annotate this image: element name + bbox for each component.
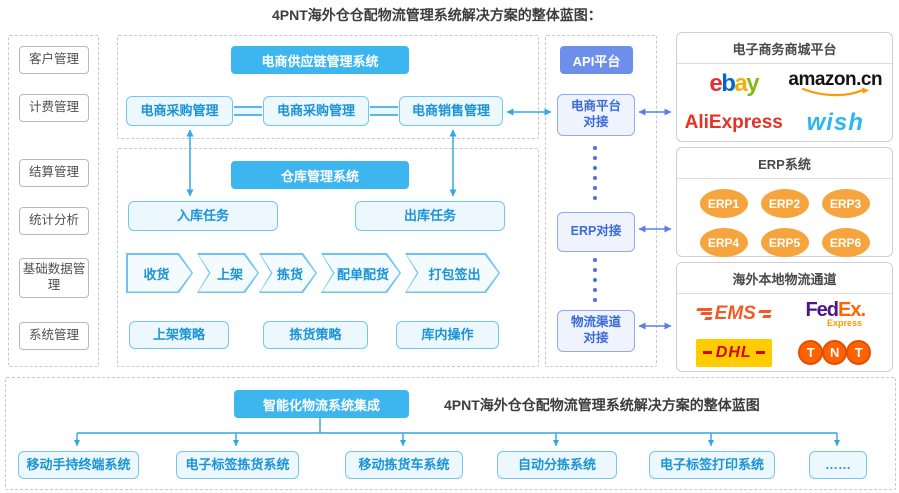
erp-badge: ERP3 bbox=[821, 189, 870, 218]
flow-chevron: 收货 bbox=[126, 253, 193, 293]
aliexpress-logo: AliExpress bbox=[684, 111, 783, 133]
api-docking-box: 电商平台对接 bbox=[557, 94, 635, 136]
sidebar-item: 系统管理 bbox=[19, 322, 89, 350]
erp-badge: ERP6 bbox=[821, 228, 870, 257]
dhl-dash-icon bbox=[702, 351, 712, 354]
ebay-letter: a bbox=[734, 69, 747, 97]
integration-panel: 智能化物流系统集成 4PNT海外仓仓配物流管理系统解决方案的整体蓝图 移动手持终… bbox=[5, 377, 896, 490]
warehouse-task-box: 出库任务 bbox=[355, 201, 505, 231]
supply-chain-box: 电商采购管理 bbox=[126, 96, 233, 126]
erp-badge: ERP5 bbox=[760, 228, 809, 257]
fedex-logo: FedEx. Express bbox=[805, 298, 866, 328]
supply-chain-box: 电商销售管理 bbox=[399, 96, 503, 126]
flow-step-label: 拣货 bbox=[276, 266, 303, 282]
ems-stripes-icon bbox=[696, 307, 713, 320]
api-docking-box: 物流渠道对接 bbox=[557, 310, 635, 352]
erp-badge: ERP2 bbox=[760, 189, 809, 218]
flow-chevron: 配单配货 bbox=[321, 253, 401, 293]
strategy-box: 上架策略 bbox=[129, 321, 229, 349]
sidebar-item: 计费管理 bbox=[19, 94, 89, 122]
tnt-letter: N bbox=[822, 340, 848, 365]
integration-box: 电子标签拣货系统 bbox=[176, 451, 299, 479]
management-panel: 客户管理计费管理结算管理统计分析基础数据管理系统管理 bbox=[8, 35, 99, 367]
supply-chain-box: 电商采购管理 bbox=[263, 96, 369, 126]
logistics-channels-header: 海外本地物流通道 bbox=[677, 263, 892, 294]
flow-chevron: 上架 bbox=[197, 253, 259, 293]
tnt-letter: T bbox=[798, 340, 824, 365]
api-docking-box: ERP对接 bbox=[557, 212, 635, 252]
box-connector bbox=[370, 106, 398, 116]
ebay-letter: y bbox=[746, 69, 759, 97]
flow-chevron-fill bbox=[407, 255, 499, 292]
integration-box: 移动手持终端系统 bbox=[18, 451, 139, 479]
flow-chevron: 打包签出 bbox=[405, 253, 500, 293]
integration-box: 自动分拣系统 bbox=[497, 451, 617, 479]
ems-stripes-icon bbox=[758, 310, 772, 317]
api-platform-header: API平台 bbox=[560, 46, 633, 74]
box-connector bbox=[234, 106, 262, 116]
fedex-fed: Fed bbox=[805, 298, 839, 321]
tnt-letter: T bbox=[846, 340, 872, 365]
amazon-tld: .cn bbox=[856, 69, 883, 91]
warehouse-panel: 仓库管理系统 入库任务 出库任务收货 上架 拣货 配单配货 打包签出上架策略 拣货策略库内操… bbox=[117, 148, 539, 367]
page-title: 4PNT海外仓仓配物流管理系统解决方案的整体蓝图： bbox=[272, 7, 602, 23]
flow-step-label: 上架 bbox=[216, 266, 243, 282]
dhl-logo: DHL bbox=[695, 338, 772, 367]
ecommerce-mall-header: 电子商务商城平台 bbox=[677, 33, 892, 64]
warehouse-header: 仓库管理系统 bbox=[231, 161, 409, 189]
flow-step-label: 打包签出 bbox=[428, 266, 481, 282]
bottom-caption: 4PNT海外仓仓配物流管理系统解决方案的整体蓝图 bbox=[444, 397, 760, 413]
amazon-logo: amazon.cn bbox=[788, 69, 883, 98]
amazon-smile-icon bbox=[802, 87, 870, 97]
supply-chain-panel: 电商供应链管理系统 电商采购管理电商采购管理电商销售管理 bbox=[117, 35, 539, 139]
erp-systems-header: ERP系统 bbox=[677, 148, 892, 179]
flow-chevron-fill bbox=[323, 255, 400, 292]
dhl-dash-icon bbox=[755, 351, 765, 354]
integration-box: …… bbox=[809, 451, 867, 479]
erp-badge: ERP4 bbox=[699, 228, 748, 257]
fedex-express: Express bbox=[827, 317, 863, 328]
erp-badge: ERP1 bbox=[699, 189, 748, 218]
ebay-letter: e bbox=[709, 69, 722, 97]
ems-wordmark: EMS bbox=[714, 302, 756, 324]
api-platform-panel: API平台 电商平台对接 ERP对接物流渠道对接 bbox=[545, 35, 657, 367]
supply-chain-header: 电商供应链管理系统 bbox=[231, 46, 409, 74]
warehouse-task-box: 入库任务 bbox=[128, 201, 278, 231]
flow-chevron-fill bbox=[128, 255, 192, 292]
sidebar-item: 客户管理 bbox=[19, 46, 89, 74]
sidebar-item: 基础数据管理 bbox=[19, 258, 89, 298]
integration-box: 电子标签打印系统 bbox=[649, 451, 775, 479]
integration-box: 移动拣货车系统 bbox=[345, 451, 463, 479]
ebay-letter: b bbox=[721, 69, 736, 97]
flow-step-label: 配单配货 bbox=[336, 266, 389, 282]
strategy-box: 库内操作 bbox=[396, 321, 499, 349]
amazon-wordmark: amazon bbox=[788, 69, 857, 91]
wish-logo: wish bbox=[806, 108, 864, 136]
dhl-wordmark: DHL bbox=[715, 343, 752, 361]
sidebar-item: 统计分析 bbox=[19, 207, 89, 235]
ems-logo: EMS bbox=[696, 302, 772, 325]
fedex-ex: Ex. bbox=[838, 298, 866, 321]
sidebar-item: 结算管理 bbox=[19, 159, 89, 187]
flow-step-label: 收货 bbox=[143, 266, 170, 282]
strategy-box: 拣货策略 bbox=[263, 321, 368, 349]
integration-header: 智能化物流系统集成 bbox=[234, 390, 409, 418]
flow-chevron: 拣货 bbox=[259, 253, 317, 293]
